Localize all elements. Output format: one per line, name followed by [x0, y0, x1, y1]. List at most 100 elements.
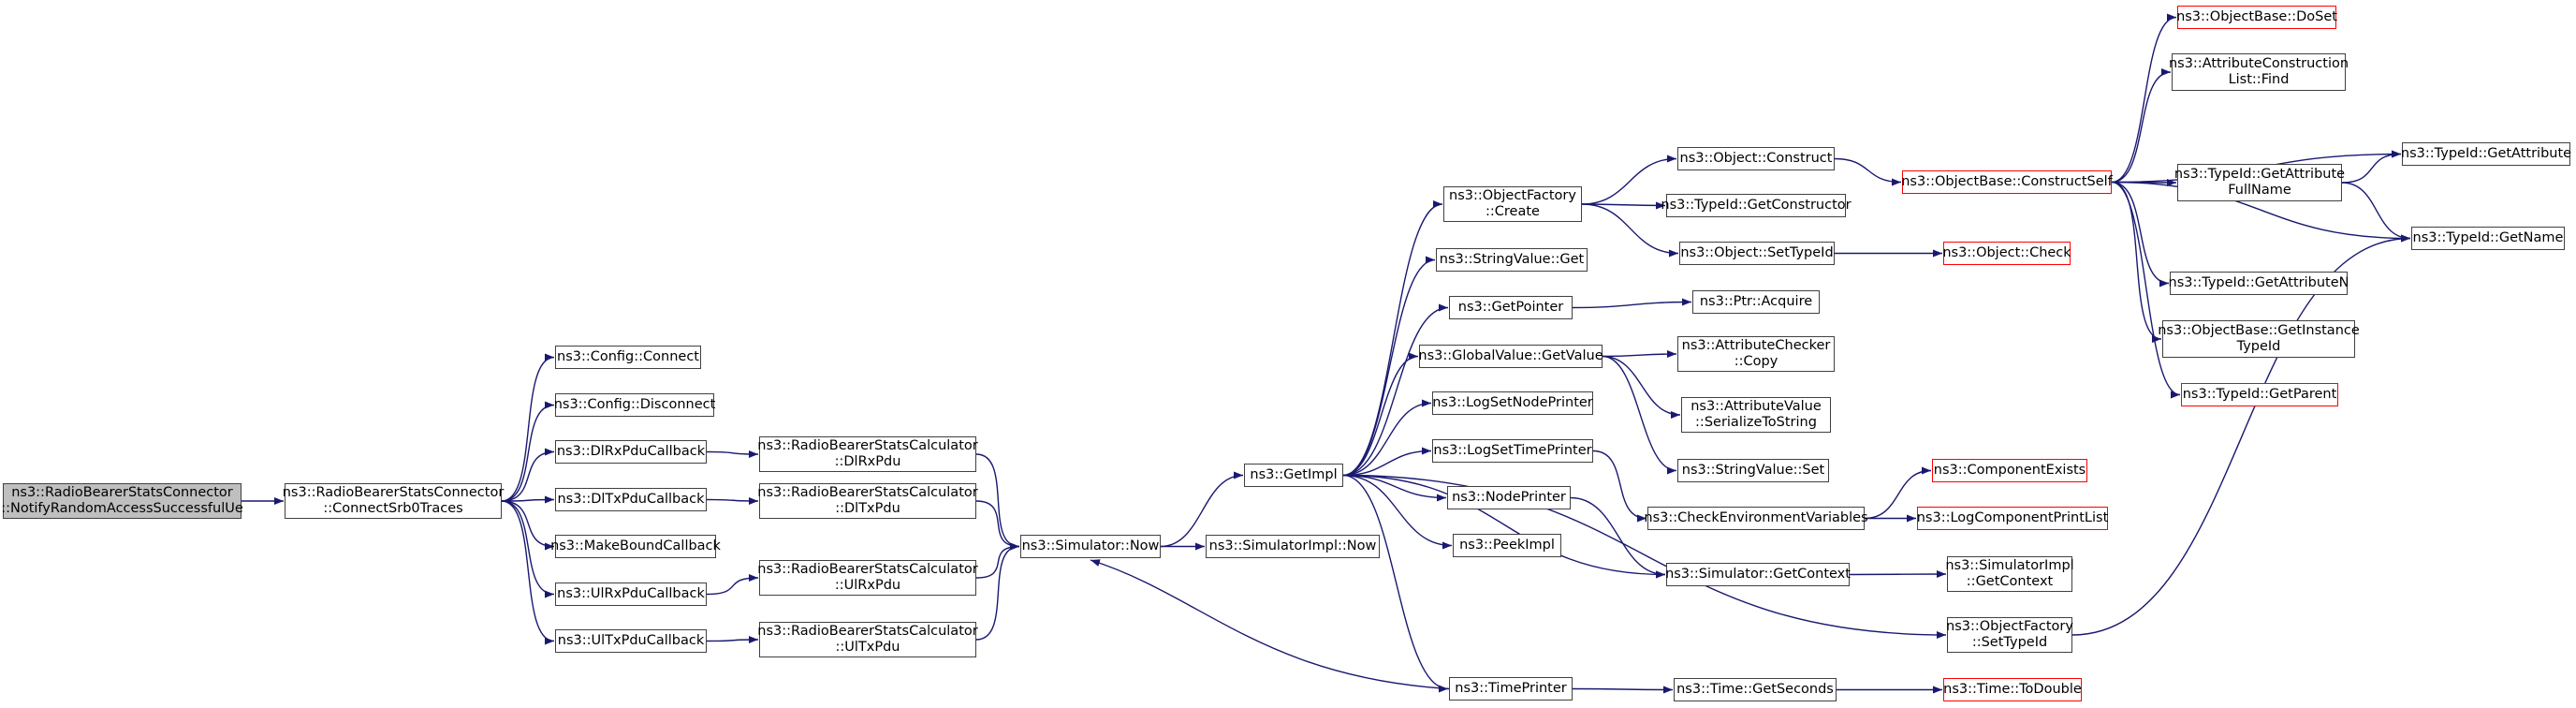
node-notify-random-access-successful-ue[interactable]: ns3::RadioBearerStatsConnector ::NotifyR… [1, 483, 243, 519]
node-calculator-dl-tx-pdu[interactable]: ns3::RadioBearerStatsCalculator ::DlTxPd… [757, 483, 978, 519]
node-ul-tx-pdu-callback[interactable]: ns3::UlTxPduCallback [555, 629, 707, 653]
edge-getImpl-to-objFactCreate [1342, 200, 1443, 477]
node-type-id-get-attribute-n[interactable]: ns3::TypeId::GetAttributeN [2169, 272, 2349, 295]
edge-timePrinter-to-simNow [1090, 559, 1450, 690]
edge-gvGetValue-to-attrValSer [1602, 355, 1681, 419]
node-simulator-impl-now[interactable]: ns3::SimulatorImpl::Now [1206, 535, 1380, 558]
node-object-factory-set-type-id[interactable]: ns3::ObjectFactory ::SetTypeId [1946, 617, 2073, 653]
edge-calcUlRx-to-simNow [975, 542, 1020, 579]
edge-logSetTime-to-checkEnv [1592, 450, 1647, 523]
node-get-pointer[interactable]: ns3::GetPointer [1449, 296, 1573, 319]
node-string-value-set[interactable]: ns3::StringValue::Set [1677, 459, 1829, 482]
node-ptr-acquire[interactable]: ns3::Ptr::Acquire [1692, 290, 1820, 314]
node-object-set-type-id[interactable]: ns3::Object::SetTypeId [1679, 242, 1835, 265]
edge-connectSrb0-to-makeBound [501, 500, 555, 551]
node-time-to-double[interactable]: ns3::Time::ToDouble [1943, 678, 2082, 701]
node-type-id-get-parent[interactable]: ns3::TypeId::GetParent [2181, 383, 2338, 406]
node-dl-rx-pdu-callback[interactable]: ns3::DlRxPduCallback [555, 440, 707, 464]
edge-getImpl-to-simGetCtx [1342, 474, 1666, 579]
node-object-factory-create[interactable]: ns3::ObjectFactory ::Create [1443, 186, 1582, 222]
edge-checkEnv-to-compExists [1864, 466, 1932, 520]
node-get-impl[interactable]: ns3::GetImpl [1244, 464, 1343, 487]
edge-objFactCreate-to-tidGetCtor [1581, 201, 1666, 210]
node-type-id-get-name[interactable]: ns3::TypeId::GetName [2411, 227, 2565, 250]
node-log-component-print-list[interactable]: ns3::LogComponentPrintList [1917, 507, 2108, 530]
node-type-id-get-attribute-full-name[interactable]: ns3::TypeId::GetAttribute FullName [2174, 164, 2345, 201]
edge-objBaseCS-to-tidGetAttrN [2111, 181, 2170, 288]
edge-dlTxCb-to-calcDlTx [706, 496, 759, 505]
node-component-exists[interactable]: ns3::ComponentExists [1932, 459, 2087, 482]
edge-ulTxCb-to-calcUlTx [706, 636, 759, 644]
edge-getPointer-to-ptrAcquire [1572, 298, 1692, 309]
edge-simNow-to-getImpl [1160, 471, 1244, 548]
edge-dlRxCb-to-calcDlRx [706, 450, 759, 458]
node-time-printer[interactable]: ns3::TimePrinter [1449, 677, 1573, 701]
node-dl-tx-pdu-callback[interactable]: ns3::DlTxPduCallback [555, 488, 707, 511]
edge-connectSrb0-to-cfgDisconnect [501, 401, 555, 502]
node-object-check[interactable]: ns3::Object::Check [1942, 242, 2071, 265]
edge-getImpl-to-logSetTime [1342, 447, 1432, 477]
node-node-printer[interactable]: ns3::NodePrinter [1447, 486, 1571, 509]
edge-calcDlTx-to-simNow [975, 500, 1020, 551]
node-object-base-construct-self[interactable]: ns3::ObjectBase::ConstructSelf [1901, 170, 2113, 194]
node-global-value-get-value[interactable]: ns3::GlobalValue::GetValue [1418, 345, 1603, 368]
node-ul-rx-pdu-callback[interactable]: ns3::UlRxPduCallback [555, 583, 707, 606]
edge-connectSrb0-to-ulRxCb [501, 500, 555, 598]
node-simulator-now[interactable]: ns3::Simulator::Now [1020, 535, 1161, 558]
node-attribute-value-serialize-to-string[interactable]: ns3::AttributeValue ::SerializeToString [1681, 397, 1831, 433]
node-config-disconnect[interactable]: ns3::Config::Disconnect [554, 393, 715, 417]
edge-simGetCtx-to-simImplGetCtx [1849, 570, 1947, 579]
edge-objBaseCS-to-obGetInstTid [2111, 181, 2162, 343]
edge-gvGetValue-to-attrCheckCopy [1602, 350, 1677, 359]
edge-connectSrb0-to-dlTxCb [501, 495, 555, 504]
edge-objBaseCS-to-tidGetName [2111, 181, 2411, 243]
edge-objBaseCS-to-tidGetParent [2111, 181, 2181, 399]
edge-objFactCreate-to-objConstruct [1581, 155, 1677, 205]
node-object-base-do-set[interactable]: ns3::ObjectBase::DoSet [2176, 6, 2337, 29]
node-type-id-get-attribute[interactable]: ns3::TypeId::GetAttribute [2401, 142, 2571, 166]
edge-getImpl-to-timePrinter [1342, 474, 1449, 693]
node-time-get-seconds[interactable]: ns3::Time::GetSeconds [1674, 678, 1837, 701]
edge-getImpl-to-strValGet [1342, 256, 1436, 477]
edge-connectSrb0-to-ulTxCb [501, 500, 555, 645]
edge-getImpl-to-gvGetValue [1342, 352, 1419, 477]
node-log-set-node-printer[interactable]: ns3::LogSetNodePrinter [1432, 391, 1593, 415]
node-connect-srb0-traces[interactable]: ns3::RadioBearerStatsConnector ::Connect… [283, 483, 504, 519]
node-calculator-ul-tx-pdu[interactable]: ns3::RadioBearerStatsCalculator ::UlTxPd… [757, 622, 978, 657]
edge-connectSrb0-to-dlRxCb [501, 448, 555, 502]
node-object-base-get-instance-type-id[interactable]: ns3::ObjectBase::GetInstance TypeId [2158, 320, 2360, 358]
node-attribute-construction-list-find[interactable]: ns3::AttributeConstruction List::Find [2169, 53, 2349, 91]
edge-objBaseCS-to-attrConsFind [2111, 68, 2172, 184]
edge-connectSrb0-to-cfgConnect [501, 353, 555, 502]
edge-objFactCreate-to-objSetTid [1581, 203, 1679, 258]
node-string-value-get[interactable]: ns3::StringValue::Get [1436, 248, 1588, 272]
edge-getImpl-to-peekImpl [1342, 474, 1453, 550]
edge-nodePrinter-to-simGetCtx [1570, 496, 1666, 579]
edge-getImpl-to-getPointer [1342, 303, 1449, 477]
edge-timePrinter-to-timeGetSec [1572, 686, 1674, 694]
edge-objConstruct-to-objBaseCS [1834, 157, 1902, 186]
node-log-set-time-printer[interactable]: ns3::LogSetTimePrinter [1432, 439, 1593, 463]
edge-ofSetTid-to-tidGetName [2071, 234, 2411, 636]
edge-ulRxCb-to-calcUlRx [706, 574, 759, 596]
node-make-bound-callback[interactable]: ns3::MakeBoundCallback [550, 535, 721, 558]
edge-gvGetValue-to-strValSet [1602, 355, 1677, 475]
node-type-id-get-constructor[interactable]: ns3::TypeId::GetConstructor [1661, 194, 1852, 217]
node-simulator-impl-get-context[interactable]: ns3::SimulatorImpl ::GetContext [1945, 556, 2074, 592]
node-config-connect[interactable]: ns3::Config::Connect [555, 346, 701, 369]
node-object-construct[interactable]: ns3::Object::Construct [1677, 147, 1835, 170]
edge-tidGetAttrFull-to-tidGetAttr [2341, 150, 2402, 184]
edge-tidGetAttrFull-to-tidGetName [2341, 182, 2411, 243]
edge-calcUlTx-to-simNow [975, 542, 1020, 641]
edge-objBaseCS-to-obDoSet [2111, 13, 2177, 184]
node-calculator-ul-rx-pdu[interactable]: ns3::RadioBearerStatsCalculator ::UlRxPd… [757, 560, 978, 596]
node-calculator-dl-rx-pdu[interactable]: ns3::RadioBearerStatsCalculator ::DlRxPd… [757, 436, 978, 472]
node-simulator-get-context[interactable]: ns3::Simulator::GetContext [1665, 563, 1851, 586]
node-peek-impl[interactable]: ns3::PeekImpl [1453, 534, 1561, 557]
node-attribute-checker-copy[interactable]: ns3::AttributeChecker ::Copy [1677, 336, 1835, 372]
edge-calcDlRx-to-simNow [975, 453, 1020, 551]
node-check-environment-variables[interactable]: ns3::CheckEnvironmentVariables [1644, 507, 1868, 530]
edge-getImpl-to-ofSetTid [1342, 474, 1947, 639]
